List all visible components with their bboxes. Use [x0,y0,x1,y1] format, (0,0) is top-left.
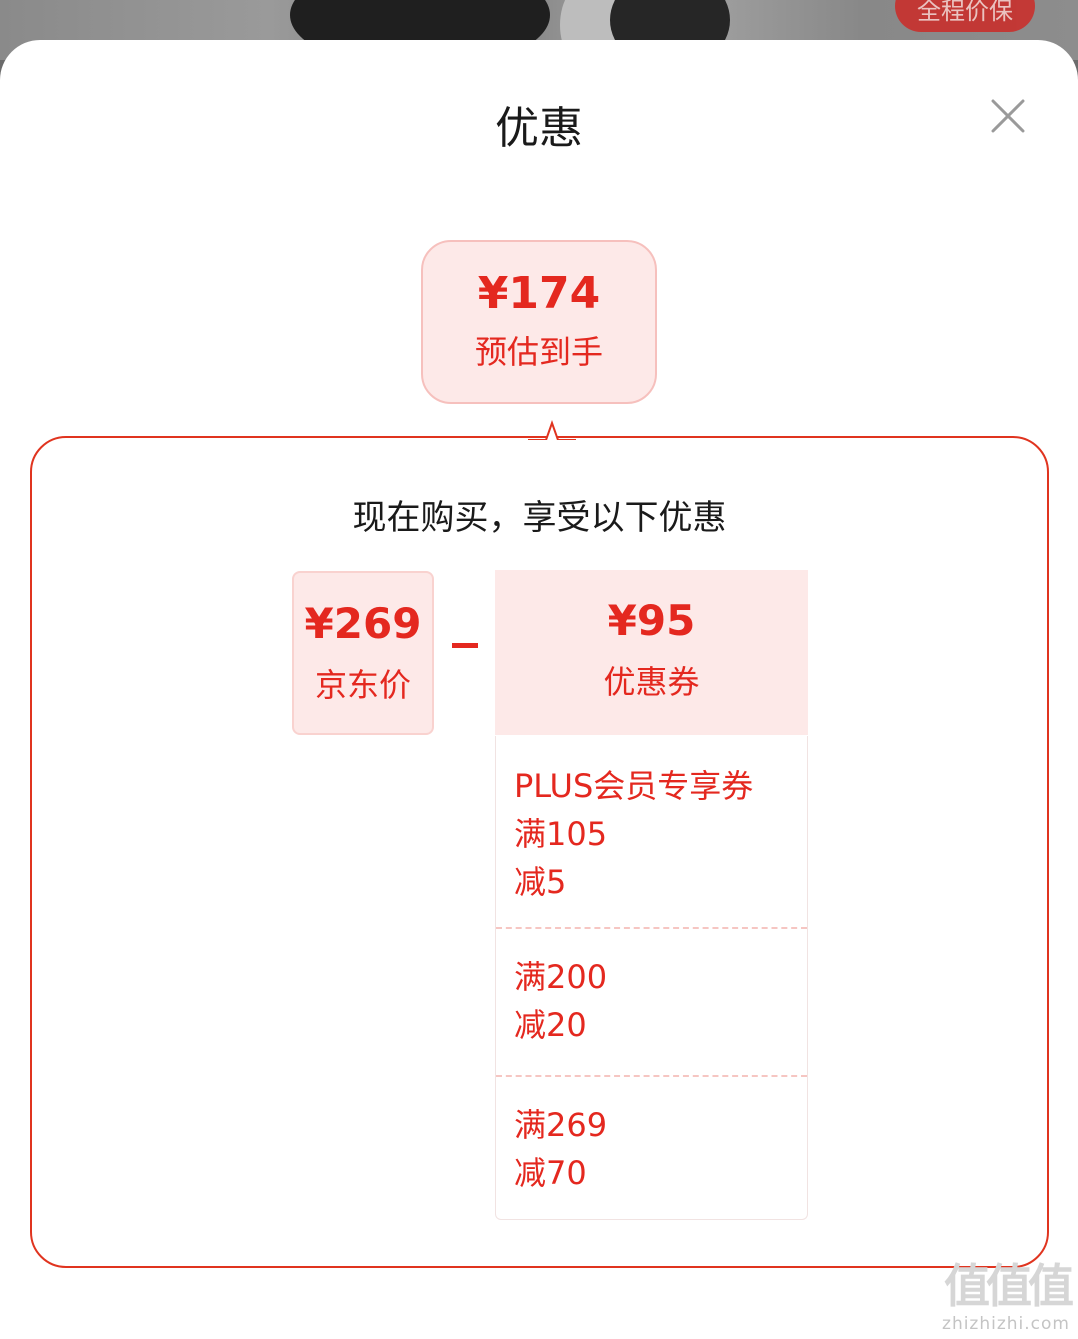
coupon-list: PLUS会员专享券 满105 减5 满200 减20 满269 减70 [495,736,808,1220]
jd-price-label: 京东价 [314,666,411,704]
watermark-url: zhizhizhi.com [942,1314,1070,1334]
site-watermark: 值值值 zhizhizhi.com [928,1258,1074,1334]
coupon-item-discount: 减70 [514,1154,587,1192]
coupon-item: 满200 减20 [496,927,807,1075]
breakdown-heading: 现在购买，享受以下优惠 [352,498,727,538]
estimated-price-amount: ¥174 [477,268,601,319]
panel-pointer-icon [528,419,576,443]
jd-price-amount: ¥269 [304,599,422,648]
coupon-item: PLUS会员专享券 满105 减5 [496,736,807,927]
estimated-price-card: ¥174 预估到手 [421,240,657,404]
coupon-item-threshold: 满200 [514,958,608,996]
coupon-item-name: PLUS会员专享券 [514,767,754,805]
coupon-total-label: 优惠券 [603,663,700,701]
coupon-total-box: ¥95 优惠券 [495,570,808,735]
discount-sheet: 优惠 ¥174 预估到手 现在购买，享受以下优惠 ¥269 京东价 ¥95 优惠… [0,40,1078,1339]
close-button[interactable] [988,96,1028,136]
sheet-title: 优惠 [495,103,583,154]
coupon-item-discount: 减5 [514,863,567,901]
coupon-item-threshold: 满269 [514,1106,608,1144]
coupon-item-threshold: 满105 [514,815,608,853]
close-icon [991,99,1025,133]
coupon-item: 满269 减70 [496,1075,807,1220]
jd-price-box: ¥269 京东价 [292,571,434,735]
minus-operator [452,643,478,648]
coupon-item-discount: 减20 [514,1006,587,1044]
coupon-total-amount: ¥95 [607,596,696,645]
price-protection-badge: 全程价保 [895,0,1035,32]
watermark-logo: 值值值 [944,1259,1074,1313]
estimated-price-label: 预估到手 [474,333,603,371]
discount-breakdown-panel: 现在购买，享受以下优惠 ¥269 京东价 ¥95 优惠券 PLUS会员专享券 满… [30,419,1049,1268]
